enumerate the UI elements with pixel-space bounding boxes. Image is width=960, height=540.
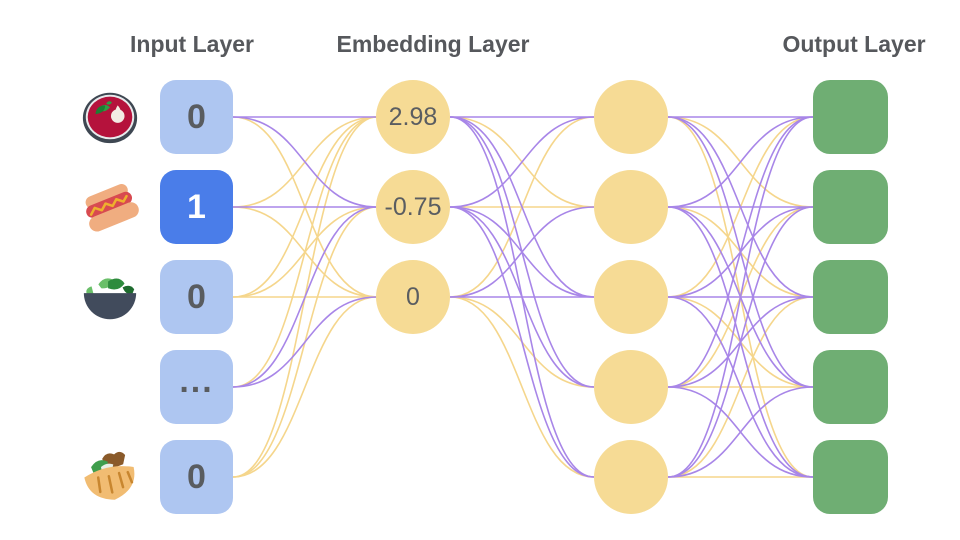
salad-icon	[79, 266, 141, 328]
hidden-node-3	[594, 260, 668, 334]
edge-input1-embedding2	[232, 116, 378, 208]
pita-icon	[79, 446, 141, 508]
soup-icon	[79, 86, 141, 148]
edge-hidden4-output1	[667, 116, 814, 388]
edge-input4-embedding2	[232, 206, 378, 388]
input-node-4: ...	[160, 350, 233, 424]
output-node-2	[813, 170, 888, 244]
input-node-value: 0	[187, 97, 206, 136]
edge-embedding1-hidden3	[449, 116, 595, 298]
input-node-value: ...	[179, 361, 214, 400]
edge-input4-embedding3	[232, 296, 378, 388]
edge-hidden5-output4	[667, 386, 814, 478]
input-node-3: 0	[160, 260, 233, 334]
output-node-3	[813, 260, 888, 334]
input-node-5: 0	[160, 440, 233, 514]
input-node-2: 1	[160, 170, 233, 244]
output-layer-title: Output Layer	[782, 31, 926, 57]
hidden-node-2	[594, 170, 668, 244]
edge-input5-embedding3	[232, 296, 378, 478]
edge-embedding3-hidden5	[449, 296, 595, 478]
edge-embedding2-hidden1	[449, 116, 595, 208]
embedding-node-value: -0.75	[384, 192, 442, 221]
input-node-value: 1	[187, 187, 206, 226]
edge-hidden5-output1	[667, 116, 814, 478]
hotdog-icon	[79, 176, 141, 238]
edge-hidden3-output5	[667, 296, 814, 478]
output-node-1	[813, 80, 888, 154]
output-node-4	[813, 350, 888, 424]
input-node-value: 0	[187, 277, 206, 316]
edge-hidden2-output1	[667, 116, 814, 208]
embedding-layer-title: Embedding Layer	[336, 31, 530, 57]
embedding-node-3: 0	[376, 260, 450, 334]
input-node-value: 0	[187, 457, 206, 496]
edge-hidden5-output2	[667, 206, 814, 478]
edge-input4-embedding1	[232, 116, 378, 388]
input-node-1: 0	[160, 80, 233, 154]
embedding-node-1: 2.98	[376, 80, 450, 154]
edge-embedding2-hidden5	[449, 206, 595, 478]
embedding-node-value: 2.98	[388, 102, 438, 131]
edge-embedding3-hidden2	[449, 206, 595, 298]
output-node-5	[813, 440, 888, 514]
input-layer-title: Input Layer	[130, 31, 254, 57]
hidden-node-1	[594, 80, 668, 154]
embedding-node-2: -0.75	[376, 170, 450, 244]
hidden-node-4	[594, 350, 668, 424]
embedding-node-value: 0	[406, 282, 420, 311]
hidden-node-5	[594, 440, 668, 514]
